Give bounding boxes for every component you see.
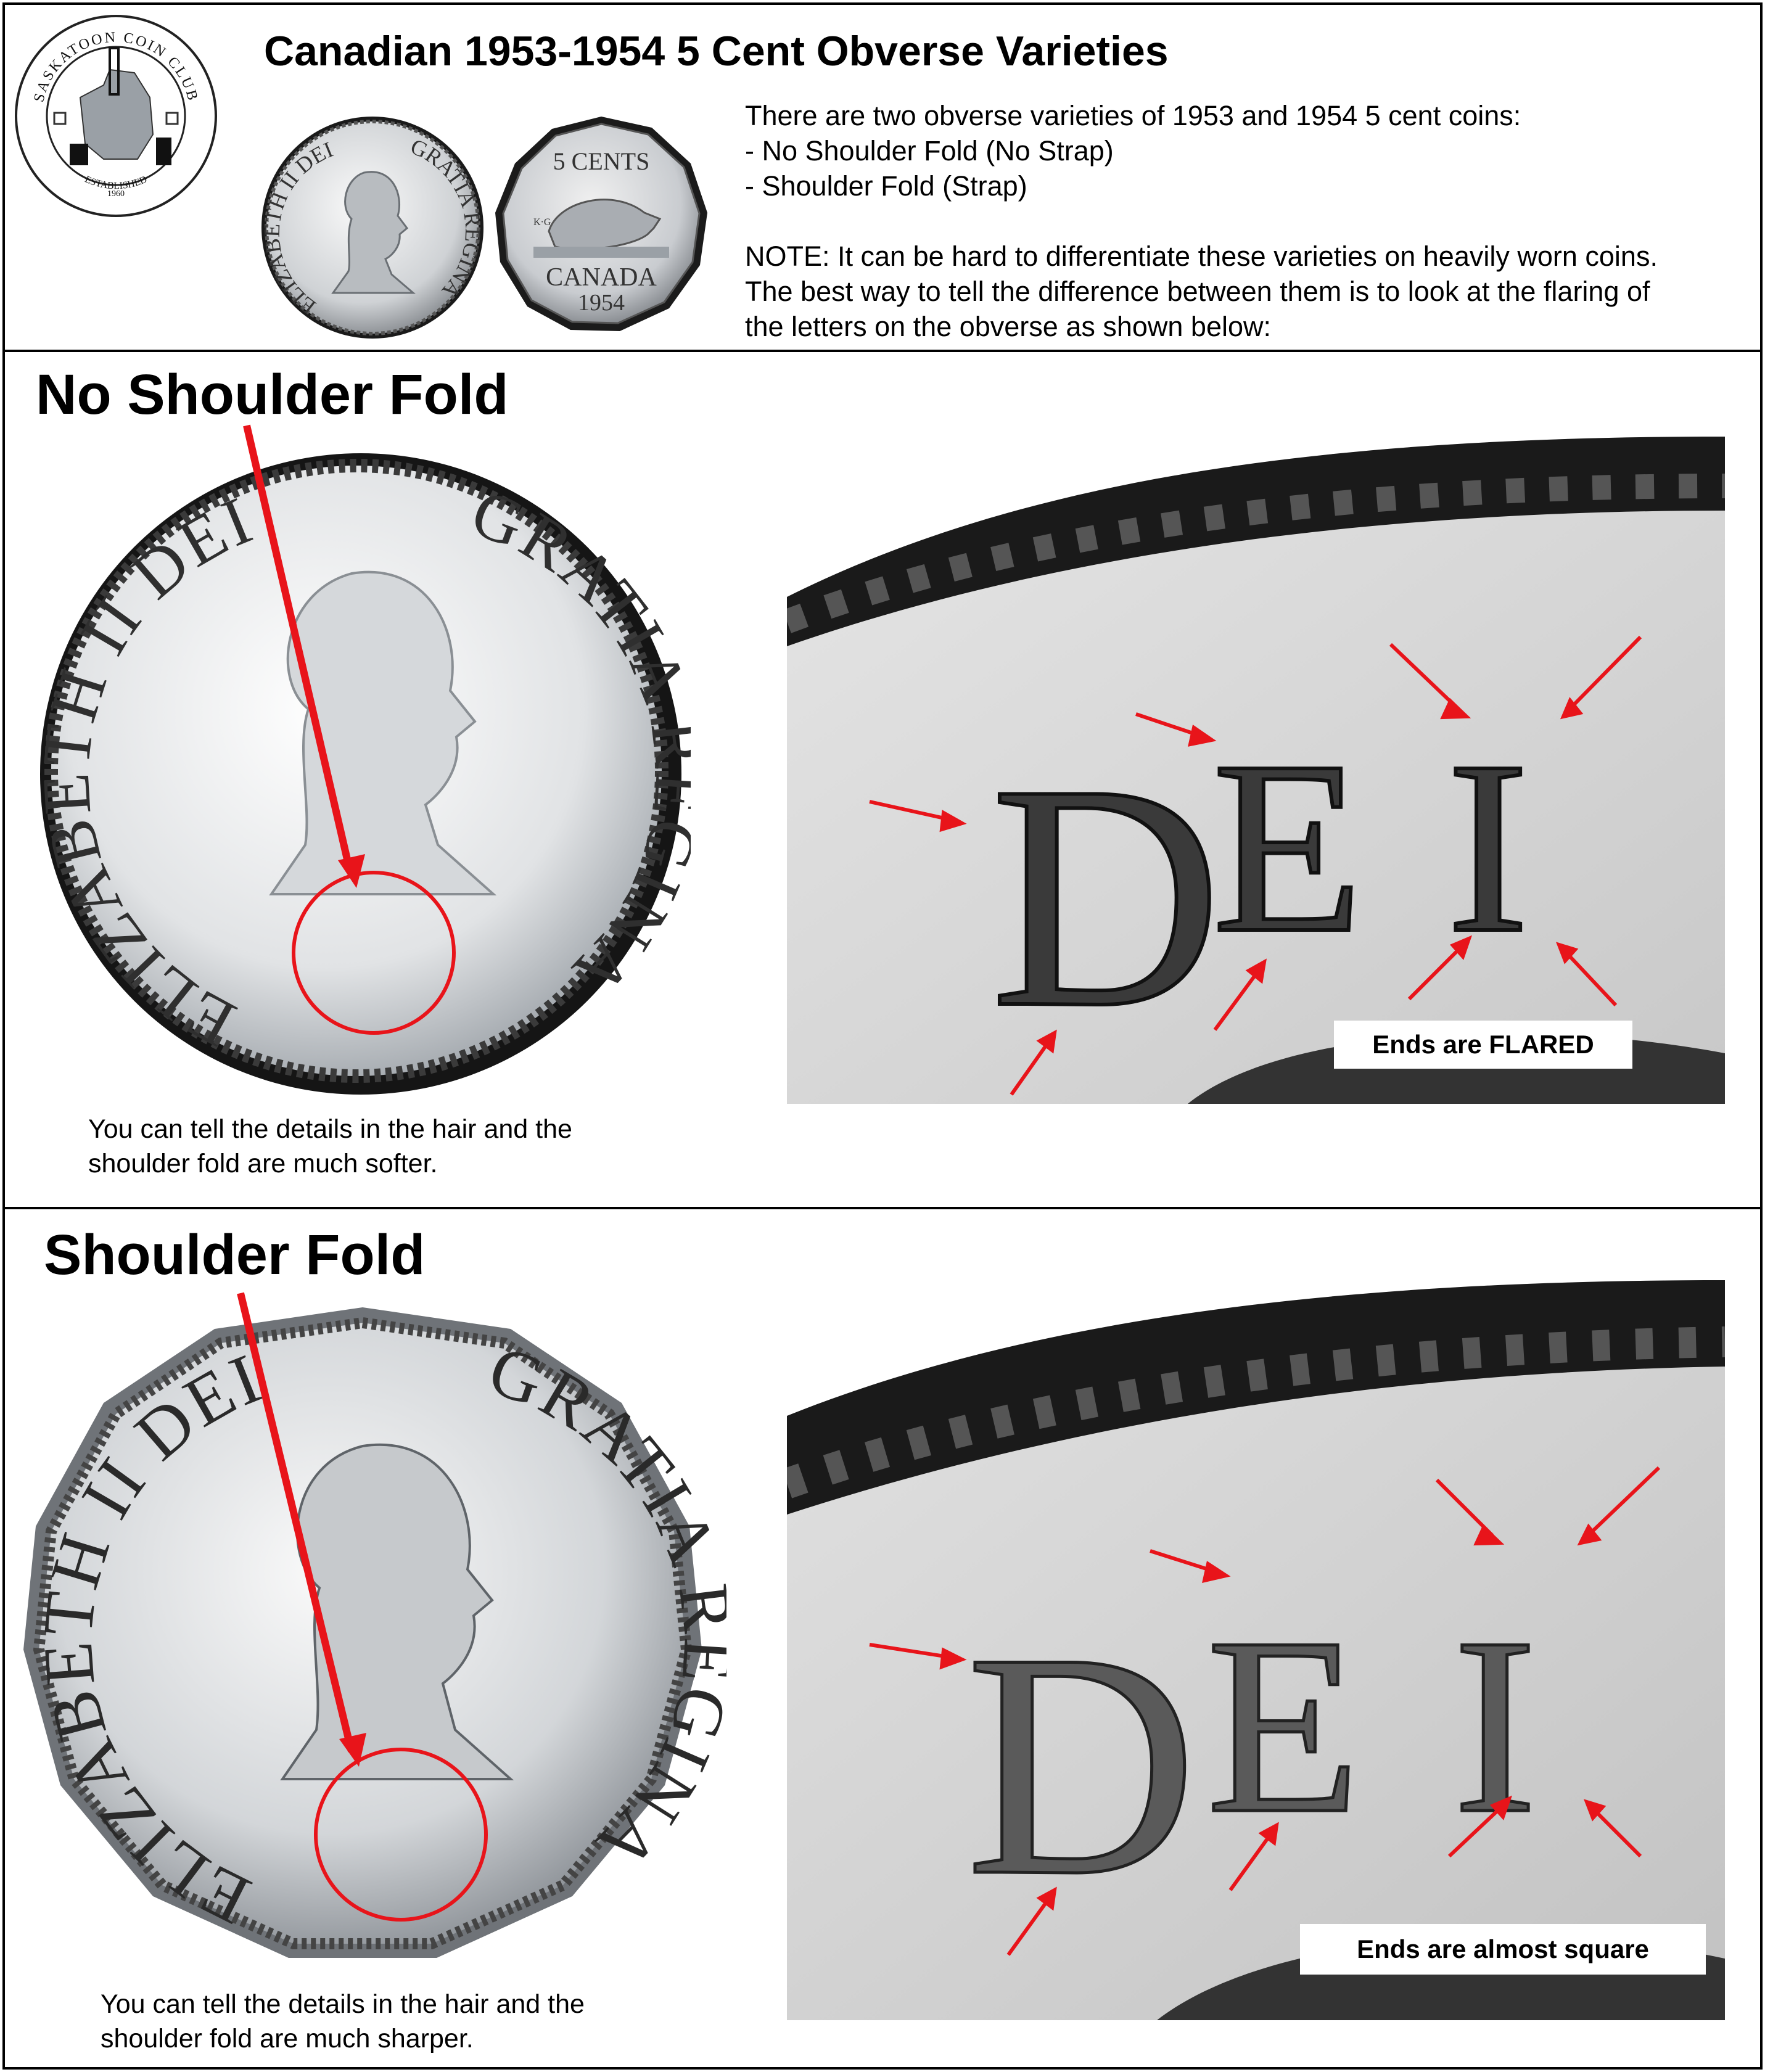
coin-shoulder-fold: ELIZABETH II DEI GRATIA REGINA xyxy=(17,1304,746,1970)
svg-text:CANADA: CANADA xyxy=(546,263,657,292)
svg-text:E: E xyxy=(1212,710,1363,984)
annotation-arrow-1 xyxy=(243,424,456,1035)
svg-text:1954: 1954 xyxy=(578,290,625,316)
coin-no-shoulder-fold: ELIZABETH II DEI GRATIA REGINA xyxy=(28,450,715,1098)
svg-text:E: E xyxy=(1206,1585,1360,1865)
page-title: Canadian 1953-1954 5 Cent Obverse Variet… xyxy=(264,28,1169,75)
closeup-arrows-2 xyxy=(869,1466,1661,1956)
svg-text:D: D xyxy=(990,719,1222,1074)
label-ends-almost-square: Ends are almost square xyxy=(1300,1924,1706,1975)
svg-text:I: I xyxy=(1447,710,1529,984)
caption-shoulder-fold: You can tell the details in the hair and… xyxy=(101,1989,585,2054)
header-coin-reverse: 5 CENTS K·G CANADA 1954 xyxy=(490,114,712,336)
label-ends-flared: Ends are FLARED xyxy=(1334,1021,1632,1069)
closeup-shoulder-fold: D E I xyxy=(787,1280,1725,2020)
svg-text:I: I xyxy=(1453,1585,1537,1865)
section-heading-shoulder-fold: Shoulder Fold xyxy=(44,1223,426,1286)
svg-text:5 CENTS: 5 CENTS xyxy=(553,147,650,175)
caption-no-shoulder-fold: You can tell the details in the hair and… xyxy=(88,1114,572,1178)
divider-top xyxy=(2,350,1763,352)
header-coin-obverse: ELIZABETH II DEI GRATIA REGINA xyxy=(259,114,486,341)
annotation-arrow-2 xyxy=(237,1292,488,1922)
divider-middle xyxy=(2,1207,1763,1209)
closeup-no-shoulder-fold: D E I xyxy=(787,437,1725,1104)
closeup-arrows-1 xyxy=(869,635,1642,1096)
club-logo: SASKATOON COIN CLUB ESTABLISHED 1960 xyxy=(11,11,221,221)
svg-text:K·G: K·G xyxy=(533,217,551,228)
intro-text: There are two obverse varieties of 1953 … xyxy=(745,100,1658,342)
svg-text:D: D xyxy=(966,1587,1198,1942)
section-heading-no-shoulder-fold: No Shoulder Fold xyxy=(36,363,509,426)
svg-text:1960: 1960 xyxy=(107,189,125,199)
